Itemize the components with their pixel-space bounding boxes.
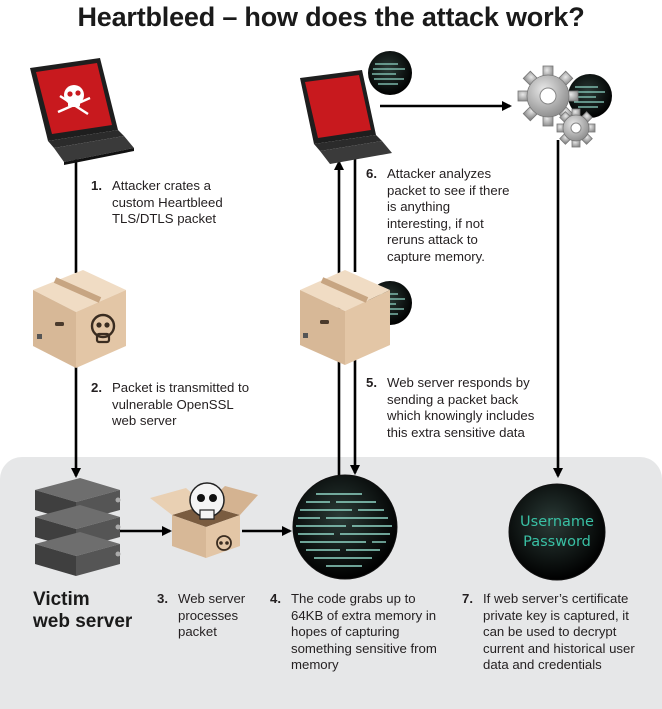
memory-code-circle-icon <box>292 474 398 580</box>
code-sphere-icon <box>368 51 412 95</box>
step-2: 2. Packet is transmitted to vulnerable O… <box>91 380 250 428</box>
credential-password: Password <box>523 534 591 550</box>
open-box-skull-icon <box>150 482 258 558</box>
gears-icon <box>517 65 596 148</box>
step-1: 1. Attacker crates a custom Heartbleed T… <box>91 178 223 226</box>
credentials-circle-icon <box>508 483 606 581</box>
step-3: 3. Web server processes packet <box>157 591 246 639</box>
laptop-skull-icon <box>30 58 134 165</box>
step-4: 4. The code grabs up to 64KB of extra me… <box>270 591 437 672</box>
step-7: 7. If web server’s certificate private k… <box>462 591 635 672</box>
arrows <box>71 101 563 536</box>
page-title: Heartbleed – how does the attack work? <box>77 2 585 32</box>
packet-box-skull-icon <box>33 270 126 368</box>
step-6: 6. Attacker analyzes packet to see if th… <box>366 166 510 264</box>
server-icon <box>35 478 121 576</box>
packet-box-icon <box>300 270 390 365</box>
laptop-icon <box>300 70 392 164</box>
credential-username: Username <box>520 514 594 530</box>
step-5: 5. Web server responds by sending a pack… <box>366 375 535 440</box>
victim-web-server-label: Victim web server <box>33 589 133 632</box>
